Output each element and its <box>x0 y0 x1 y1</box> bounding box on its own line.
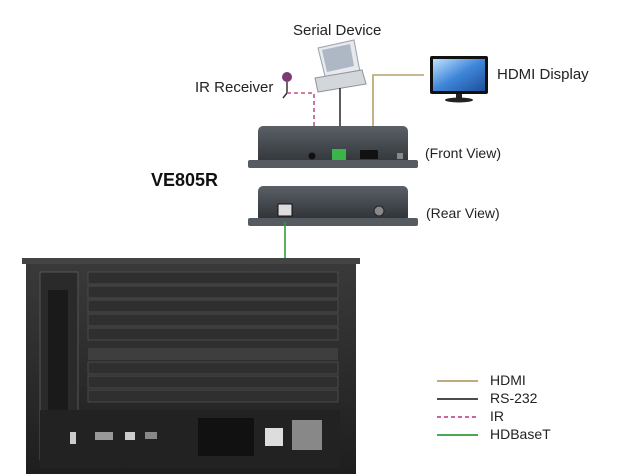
rear-view-label: (Rear View) <box>426 205 500 221</box>
fan <box>292 420 322 450</box>
card-slot <box>87 327 339 341</box>
legend-label-hdbaset: HDBaseT <box>490 426 551 442</box>
card-slot <box>87 361 339 375</box>
card-slot <box>87 313 339 327</box>
power-switch <box>70 432 76 444</box>
legend-label-ir: IR <box>490 408 504 424</box>
card-slot <box>87 389 339 403</box>
card-slot <box>87 271 339 285</box>
hdmi-port <box>360 150 378 159</box>
model-label: VE805R <box>151 170 219 190</box>
hdmi-display-label: HDMI Display <box>497 66 589 83</box>
ac-inlet <box>265 428 283 446</box>
ir-receiver-icon <box>282 72 292 99</box>
card-slot <box>87 375 339 389</box>
legend <box>437 380 478 436</box>
power-jack <box>373 205 385 217</box>
front-view-label: (Front View) <box>425 145 501 161</box>
serial-port <box>95 432 113 440</box>
card-slot <box>87 299 339 313</box>
usb-port <box>145 432 157 439</box>
led <box>397 153 403 159</box>
lan-port <box>125 432 135 440</box>
card-slot <box>87 285 339 299</box>
matrix-chassis <box>22 258 360 474</box>
serial-device-icon <box>314 39 367 93</box>
legend-label-rs-232: RS-232 <box>490 390 538 406</box>
rj45-port <box>277 203 293 217</box>
ir-port <box>308 152 316 160</box>
psu <box>198 418 254 456</box>
legend-label-hdmi: HDMI <box>490 372 526 388</box>
ve805r-front-view <box>248 126 418 168</box>
hdmi-display-icon <box>430 56 488 103</box>
ir-receiver-label: IR Receiver <box>195 79 274 96</box>
rs232-terminal <box>332 149 346 160</box>
serial-device-label: Serial Device <box>293 22 382 39</box>
ve805r-rear-view <box>248 186 418 226</box>
